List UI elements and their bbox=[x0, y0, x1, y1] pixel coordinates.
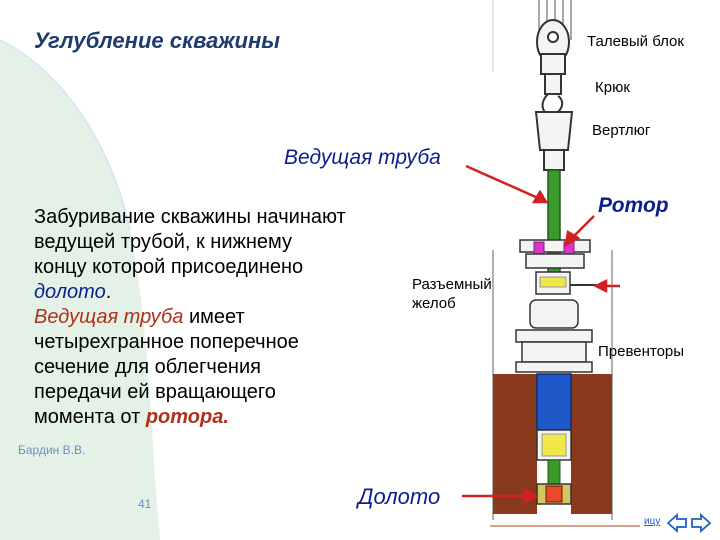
body-fragment: . bbox=[105, 281, 112, 303]
body-line: сечение для облегчения bbox=[34, 356, 261, 378]
body-fragment: имеет bbox=[183, 306, 245, 328]
body-line: передачи ей вращающего bbox=[34, 381, 276, 403]
label-split-gutter-2: желоб bbox=[412, 295, 456, 312]
prev-arrow-icon[interactable] bbox=[666, 512, 688, 534]
body-line: долото. bbox=[34, 280, 414, 305]
label-bit: Долото bbox=[358, 484, 441, 509]
slide-title: Углубление скважины bbox=[34, 28, 281, 53]
nav-link[interactable]: ицу bbox=[644, 516, 661, 527]
body-line: Забуривание скважины начинают bbox=[34, 206, 346, 228]
label-hook: Крюк bbox=[595, 79, 630, 96]
body-line: четырехгранное поперечное bbox=[34, 331, 299, 353]
label-split-gutter-1: Разъемный bbox=[412, 276, 492, 293]
ground-casing bbox=[493, 373, 612, 514]
bit-icon bbox=[536, 483, 572, 505]
label-preventers: Превенторы bbox=[598, 343, 685, 360]
body-text: Забуривание скважины начинают ведущей тр… bbox=[34, 205, 414, 430]
hook-icon bbox=[541, 73, 564, 116]
page-number: 41 bbox=[138, 497, 152, 511]
swivel-icon bbox=[534, 111, 574, 171]
callout-arrows bbox=[462, 164, 620, 505]
split-gutter bbox=[535, 271, 596, 295]
footer-author: Бардин В.В. bbox=[18, 443, 86, 457]
body-line: концу которой присоединено bbox=[34, 256, 304, 278]
body-fragment: момента от bbox=[34, 406, 146, 428]
highlight-bit: долото bbox=[34, 281, 106, 303]
label-crown-block: Талевый блок bbox=[587, 33, 684, 50]
highlight-kelly: Ведущая труба bbox=[34, 306, 184, 328]
highlight-rotor: ротора. bbox=[145, 406, 229, 428]
label-kelly: Ведущая труба bbox=[284, 146, 441, 169]
body-line: ведущей трубой, к нижнему bbox=[34, 231, 293, 253]
label-swivel: Вертлюг bbox=[592, 122, 651, 139]
next-arrow-icon[interactable] bbox=[690, 512, 712, 534]
travelling-block-icon bbox=[536, 19, 570, 75]
preventer-stack bbox=[515, 299, 593, 373]
label-rotor: Ротор bbox=[598, 194, 669, 217]
body-line: момента от ротора. bbox=[34, 405, 414, 430]
body-line: Ведущая труба имеет bbox=[34, 305, 414, 330]
rotor-table bbox=[519, 239, 591, 269]
